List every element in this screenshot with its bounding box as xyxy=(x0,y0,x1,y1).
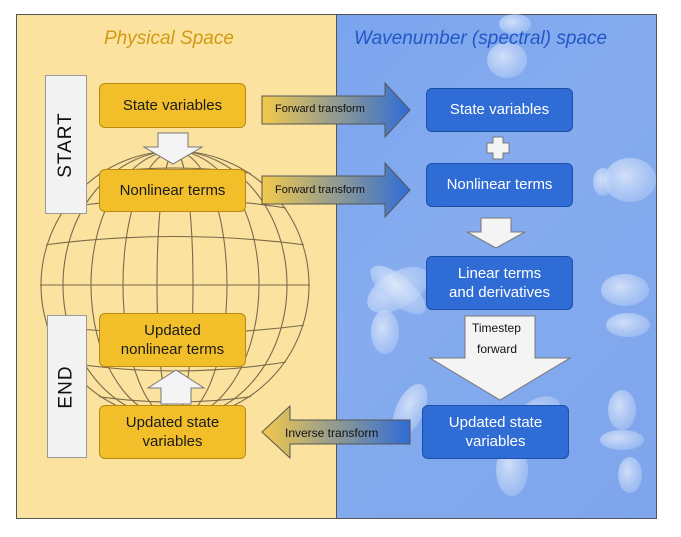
timestep-label-2: forward xyxy=(477,342,518,356)
spectral-state-variables-box: State variables xyxy=(426,88,573,132)
spectral-linear-line2: and derivatives xyxy=(449,284,550,301)
end-label: END xyxy=(47,315,87,458)
physical-updated-nonlinear-line2: nonlinear terms xyxy=(120,341,225,358)
physical-updated-state-line2: variables xyxy=(142,433,203,450)
spectral-state-variables-label: State variables xyxy=(449,101,550,119)
spectral-linear-terms-box: Linear terms and derivatives xyxy=(426,256,573,310)
down-arrow-spectral xyxy=(466,217,526,249)
inverse-transform-arrow xyxy=(261,404,411,460)
spectral-space-title: Wavenumber (spectral) space xyxy=(354,28,608,49)
timestep-label-1: Timestep xyxy=(472,321,521,335)
up-arrow-physical xyxy=(146,369,206,405)
start-label-text: START xyxy=(55,111,76,178)
orbital-shapes xyxy=(367,14,656,496)
physical-nonlinear-terms-label: Nonlinear terms xyxy=(119,181,226,199)
timestep-arrow xyxy=(428,315,572,401)
physical-state-variables-label: State variables xyxy=(122,96,223,114)
forward-transform-label-1: Forward transform xyxy=(275,103,365,115)
physical-updated-state-box: Updated state variables xyxy=(99,405,246,459)
forward-transform-arrow-2 xyxy=(261,161,411,219)
physical-nonlinear-terms-box: Nonlinear terms xyxy=(99,169,246,212)
spectral-updated-state-line2: variables xyxy=(465,433,526,450)
forward-transform-arrow-1 xyxy=(261,81,411,139)
physical-space-title: Physical Space xyxy=(104,28,234,49)
spectral-linear-line1: Linear terms xyxy=(457,264,542,282)
start-label: START xyxy=(45,75,87,214)
spectral-updated-state-box: Updated state variables xyxy=(422,405,569,459)
physical-updated-state-line1: Updated state xyxy=(125,413,220,431)
inverse-transform-label: Inverse transform xyxy=(285,426,379,440)
physical-updated-nonlinear-box: Updated nonlinear terms xyxy=(99,313,246,367)
forward-transform-label-2: Forward transform xyxy=(275,184,365,196)
spectral-nonlinear-terms-box: Nonlinear terms xyxy=(426,163,573,207)
physical-state-variables-box: State variables xyxy=(99,83,246,128)
down-arrow-physical xyxy=(142,132,204,165)
plus-icon xyxy=(486,136,510,160)
spectral-updated-state-line1: Updated state xyxy=(448,413,543,431)
physical-updated-nonlinear-line1: Updated xyxy=(144,321,201,339)
end-label-text: END xyxy=(56,364,77,409)
spectral-nonlinear-terms-label: Nonlinear terms xyxy=(446,176,553,194)
